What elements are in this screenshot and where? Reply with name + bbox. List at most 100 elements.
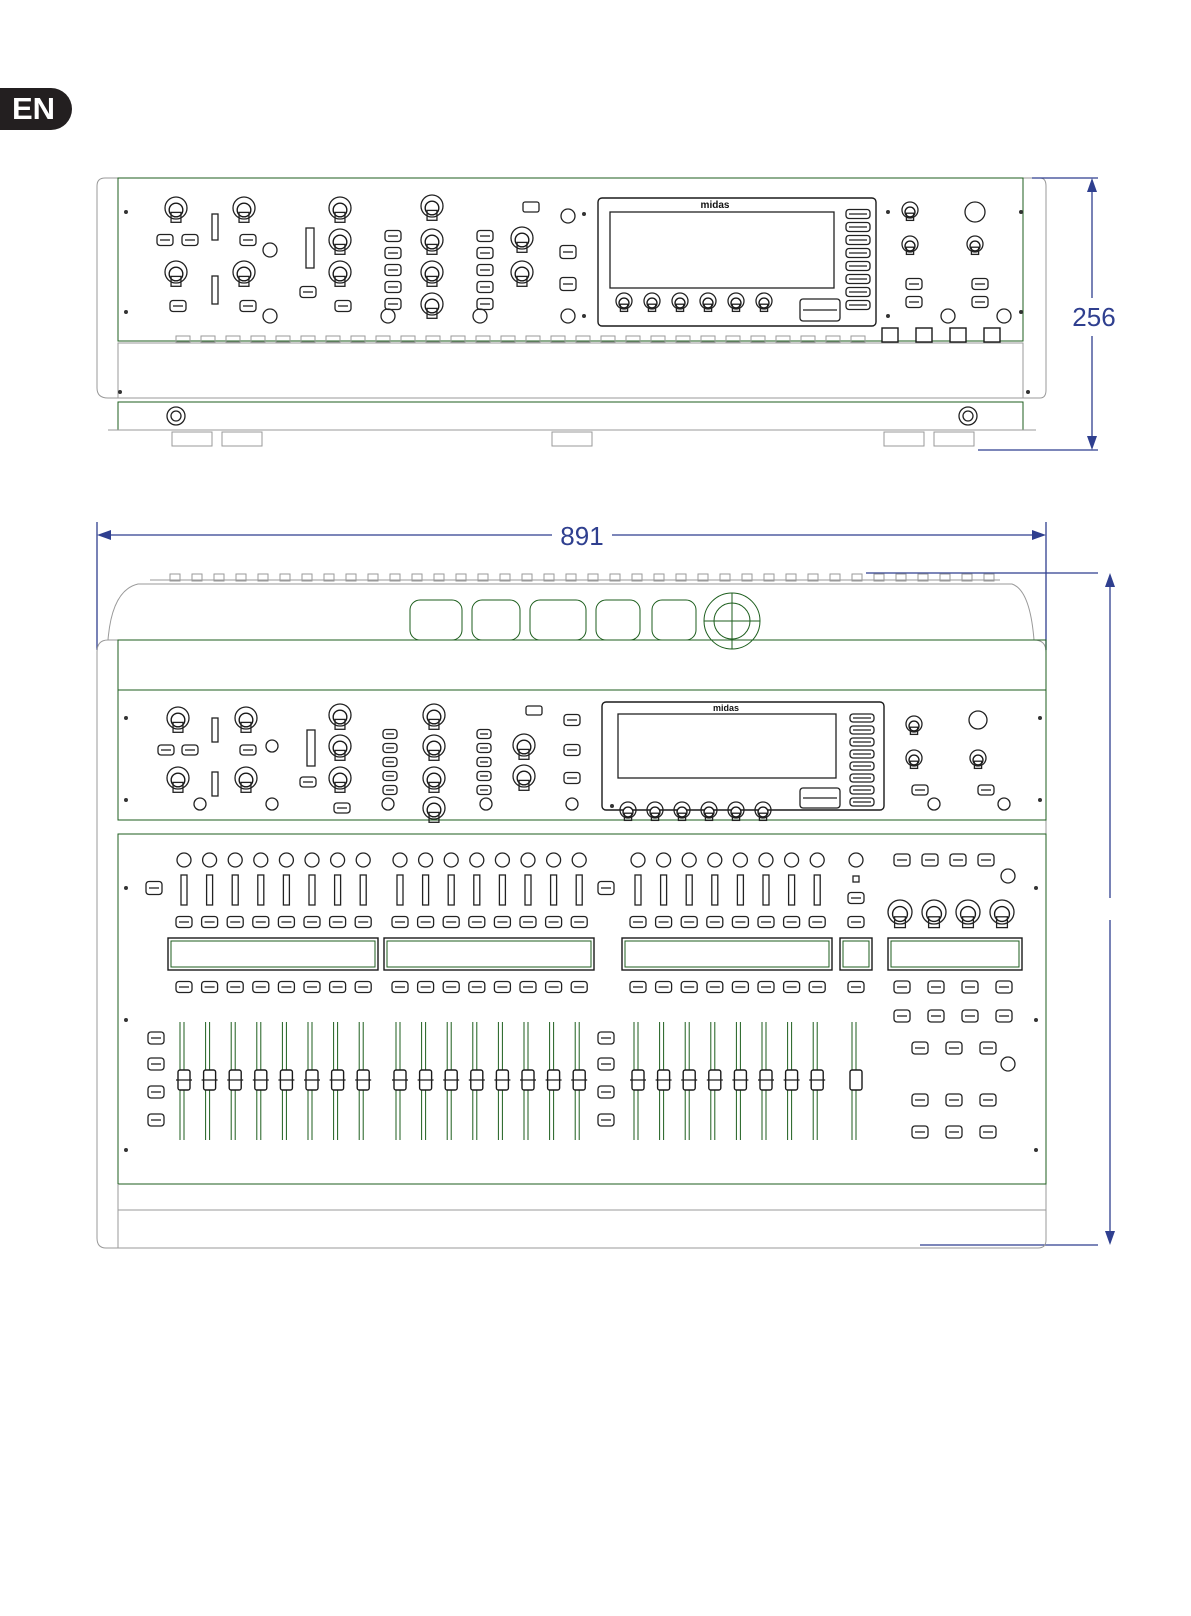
top-plan-view: midas: [97, 574, 1046, 1248]
channel-strips: [124, 853, 1038, 1152]
round-button: [733, 853, 747, 867]
channel-meter: [207, 875, 213, 905]
round-button: [810, 853, 824, 867]
channel-meter: [474, 875, 480, 905]
round-button: [305, 853, 319, 867]
round-button: [998, 798, 1010, 810]
front-lower-bar: [118, 402, 1023, 430]
round-button: [849, 853, 863, 867]
edge-knob: [950, 328, 966, 342]
round-button: [682, 853, 696, 867]
screw: [1019, 310, 1023, 314]
scribble-strip: [840, 938, 872, 970]
screw: [886, 314, 890, 318]
round-button: [356, 853, 370, 867]
channel-meter: [814, 875, 820, 905]
channel-meter: [525, 875, 531, 905]
round-button: [279, 853, 293, 867]
top-upper-controls: [124, 704, 1042, 822]
channel-meter: [686, 875, 692, 905]
round-button: [393, 853, 407, 867]
scribble-strip: [384, 938, 594, 970]
lower-bar-knob-left: [167, 407, 185, 425]
round-button: [381, 309, 395, 323]
channel-meter: [397, 875, 403, 905]
channel-meter: [423, 875, 429, 905]
edge-knob: [882, 328, 898, 342]
channel-meter: [181, 875, 187, 905]
channel-meter: [576, 875, 582, 905]
channel-meter: [360, 875, 366, 905]
round-button: [1001, 869, 1015, 883]
screw: [1038, 716, 1042, 720]
screw: [886, 210, 890, 214]
round-button: [566, 798, 578, 810]
front-button-group: [118, 202, 1030, 394]
round-button: [194, 798, 206, 810]
round-button: [521, 853, 535, 867]
channel-meter: [232, 875, 238, 905]
screw: [124, 1018, 128, 1022]
round-button: [561, 309, 575, 323]
edge-knob: [984, 328, 1000, 342]
master-section: [888, 854, 1015, 1138]
front-elevation-view: midas: [97, 178, 1046, 446]
channel-meter: [789, 875, 795, 905]
scribble-strip: [888, 938, 1022, 970]
round-button: [473, 309, 487, 323]
round-button: [495, 853, 509, 867]
round-button: [708, 853, 722, 867]
screw: [124, 1148, 128, 1152]
screw: [124, 798, 128, 802]
brand-logo-front: midas: [701, 200, 730, 211]
screw: [124, 310, 128, 314]
round-button: [759, 853, 773, 867]
edge-knob: [916, 328, 932, 342]
screw: [124, 716, 128, 720]
channel-meter: [335, 875, 341, 905]
channel-meter: [712, 875, 718, 905]
width-dimension-label: 891: [560, 521, 603, 551]
round-button: [263, 243, 277, 257]
round-button: [470, 853, 484, 867]
channel-meter: [309, 875, 315, 905]
screw: [610, 804, 614, 808]
screw: [1038, 798, 1042, 802]
round-button: [785, 853, 799, 867]
brand-logo-top: midas: [713, 703, 739, 713]
round-button: [382, 798, 394, 810]
round-button: [444, 853, 458, 867]
screw: [1026, 390, 1030, 394]
round-button: [254, 853, 268, 867]
screw: [124, 210, 128, 214]
screw: [1034, 886, 1038, 890]
round-button: [228, 853, 242, 867]
round-button: [941, 309, 955, 323]
round-button: [263, 309, 277, 323]
width-dimension: 891: [97, 521, 1046, 650]
round-button: [480, 798, 492, 810]
round-button: [266, 740, 278, 752]
channel-meter: [551, 875, 557, 905]
channel-meter: [283, 875, 289, 905]
round-button: [572, 853, 586, 867]
screw: [582, 314, 586, 318]
height-dimension-label: 256: [1072, 302, 1115, 332]
round-button: [266, 798, 278, 810]
round-button: [331, 853, 345, 867]
round-button: [657, 853, 671, 867]
channel-meter: [499, 875, 505, 905]
screw: [582, 212, 586, 216]
console-logo-outline: [410, 593, 760, 649]
scribble-strip: [622, 938, 832, 970]
screw: [118, 390, 122, 394]
round-button: [631, 853, 645, 867]
channel-meter: [661, 875, 667, 905]
channel-meter: [763, 875, 769, 905]
round-button: [419, 853, 433, 867]
round-button: [547, 853, 561, 867]
master-fader-cap: [850, 1070, 862, 1090]
round-button: [928, 798, 940, 810]
channel-meter: [635, 875, 641, 905]
